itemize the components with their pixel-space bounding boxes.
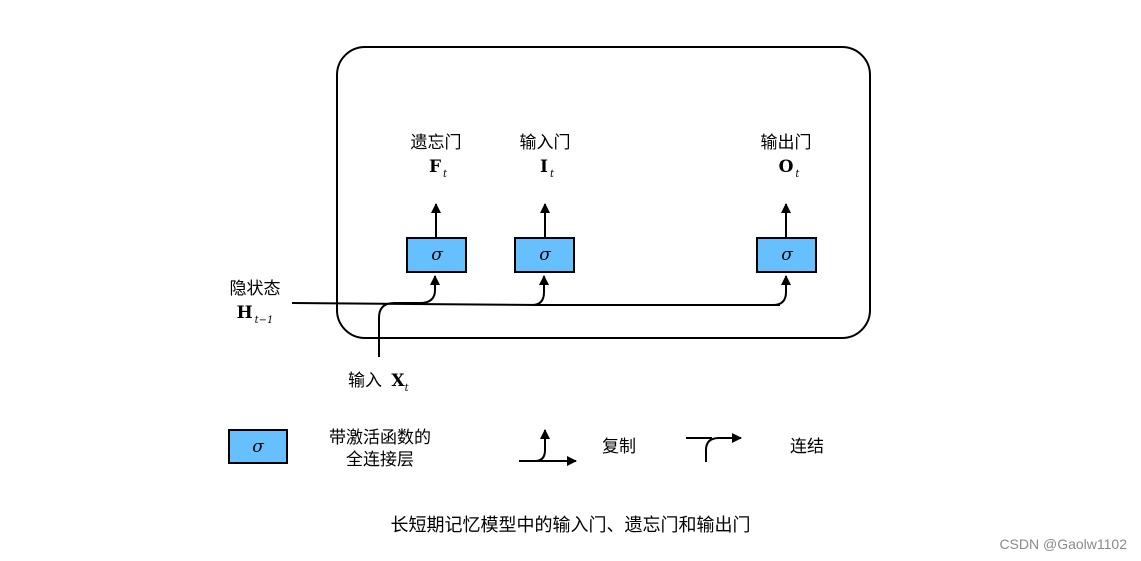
input-gate-sigma: σ [539,245,551,265]
watermark: CSDN @Gaolw1102 [999,536,1127,552]
input-gate-label: 输入门 [519,133,571,153]
forget-gate-box [406,237,467,273]
legend-fc-line2: 全连接层 [346,450,414,470]
branch-input-gate [531,275,549,306]
output-gate-label: 输出门 [760,133,812,153]
legend-copy-label: 复制 [602,437,636,457]
hidden-state-line [291,302,780,306]
output-gate-sigma: σ [781,245,793,265]
branch-output-gate [772,275,791,306]
figure-caption: 长短期记忆模型中的输入门、遗忘门和输出门 [390,515,751,536]
input-gate-box [514,237,575,273]
lstm-cell-box [336,46,871,339]
input-symbol: Xt [391,371,409,394]
input-line [378,275,440,357]
legend-fc-line1: 带激活函数的 [329,428,431,448]
input-label: 输入 Xt [348,371,409,394]
forget-gate-label: 遗忘门 [410,133,462,153]
forget-gate-sigma: σ [431,245,443,265]
concat-icon [705,433,742,462]
hidden-state-label: 隐状态 [229,279,281,299]
copy-icon [519,429,577,466]
legend-concat-label: 连结 [790,437,824,457]
legend-fc-text: 带激活函数的 全连接层 [318,427,442,471]
legend-sigma: σ [252,437,264,457]
legend-fc-box [228,429,288,464]
